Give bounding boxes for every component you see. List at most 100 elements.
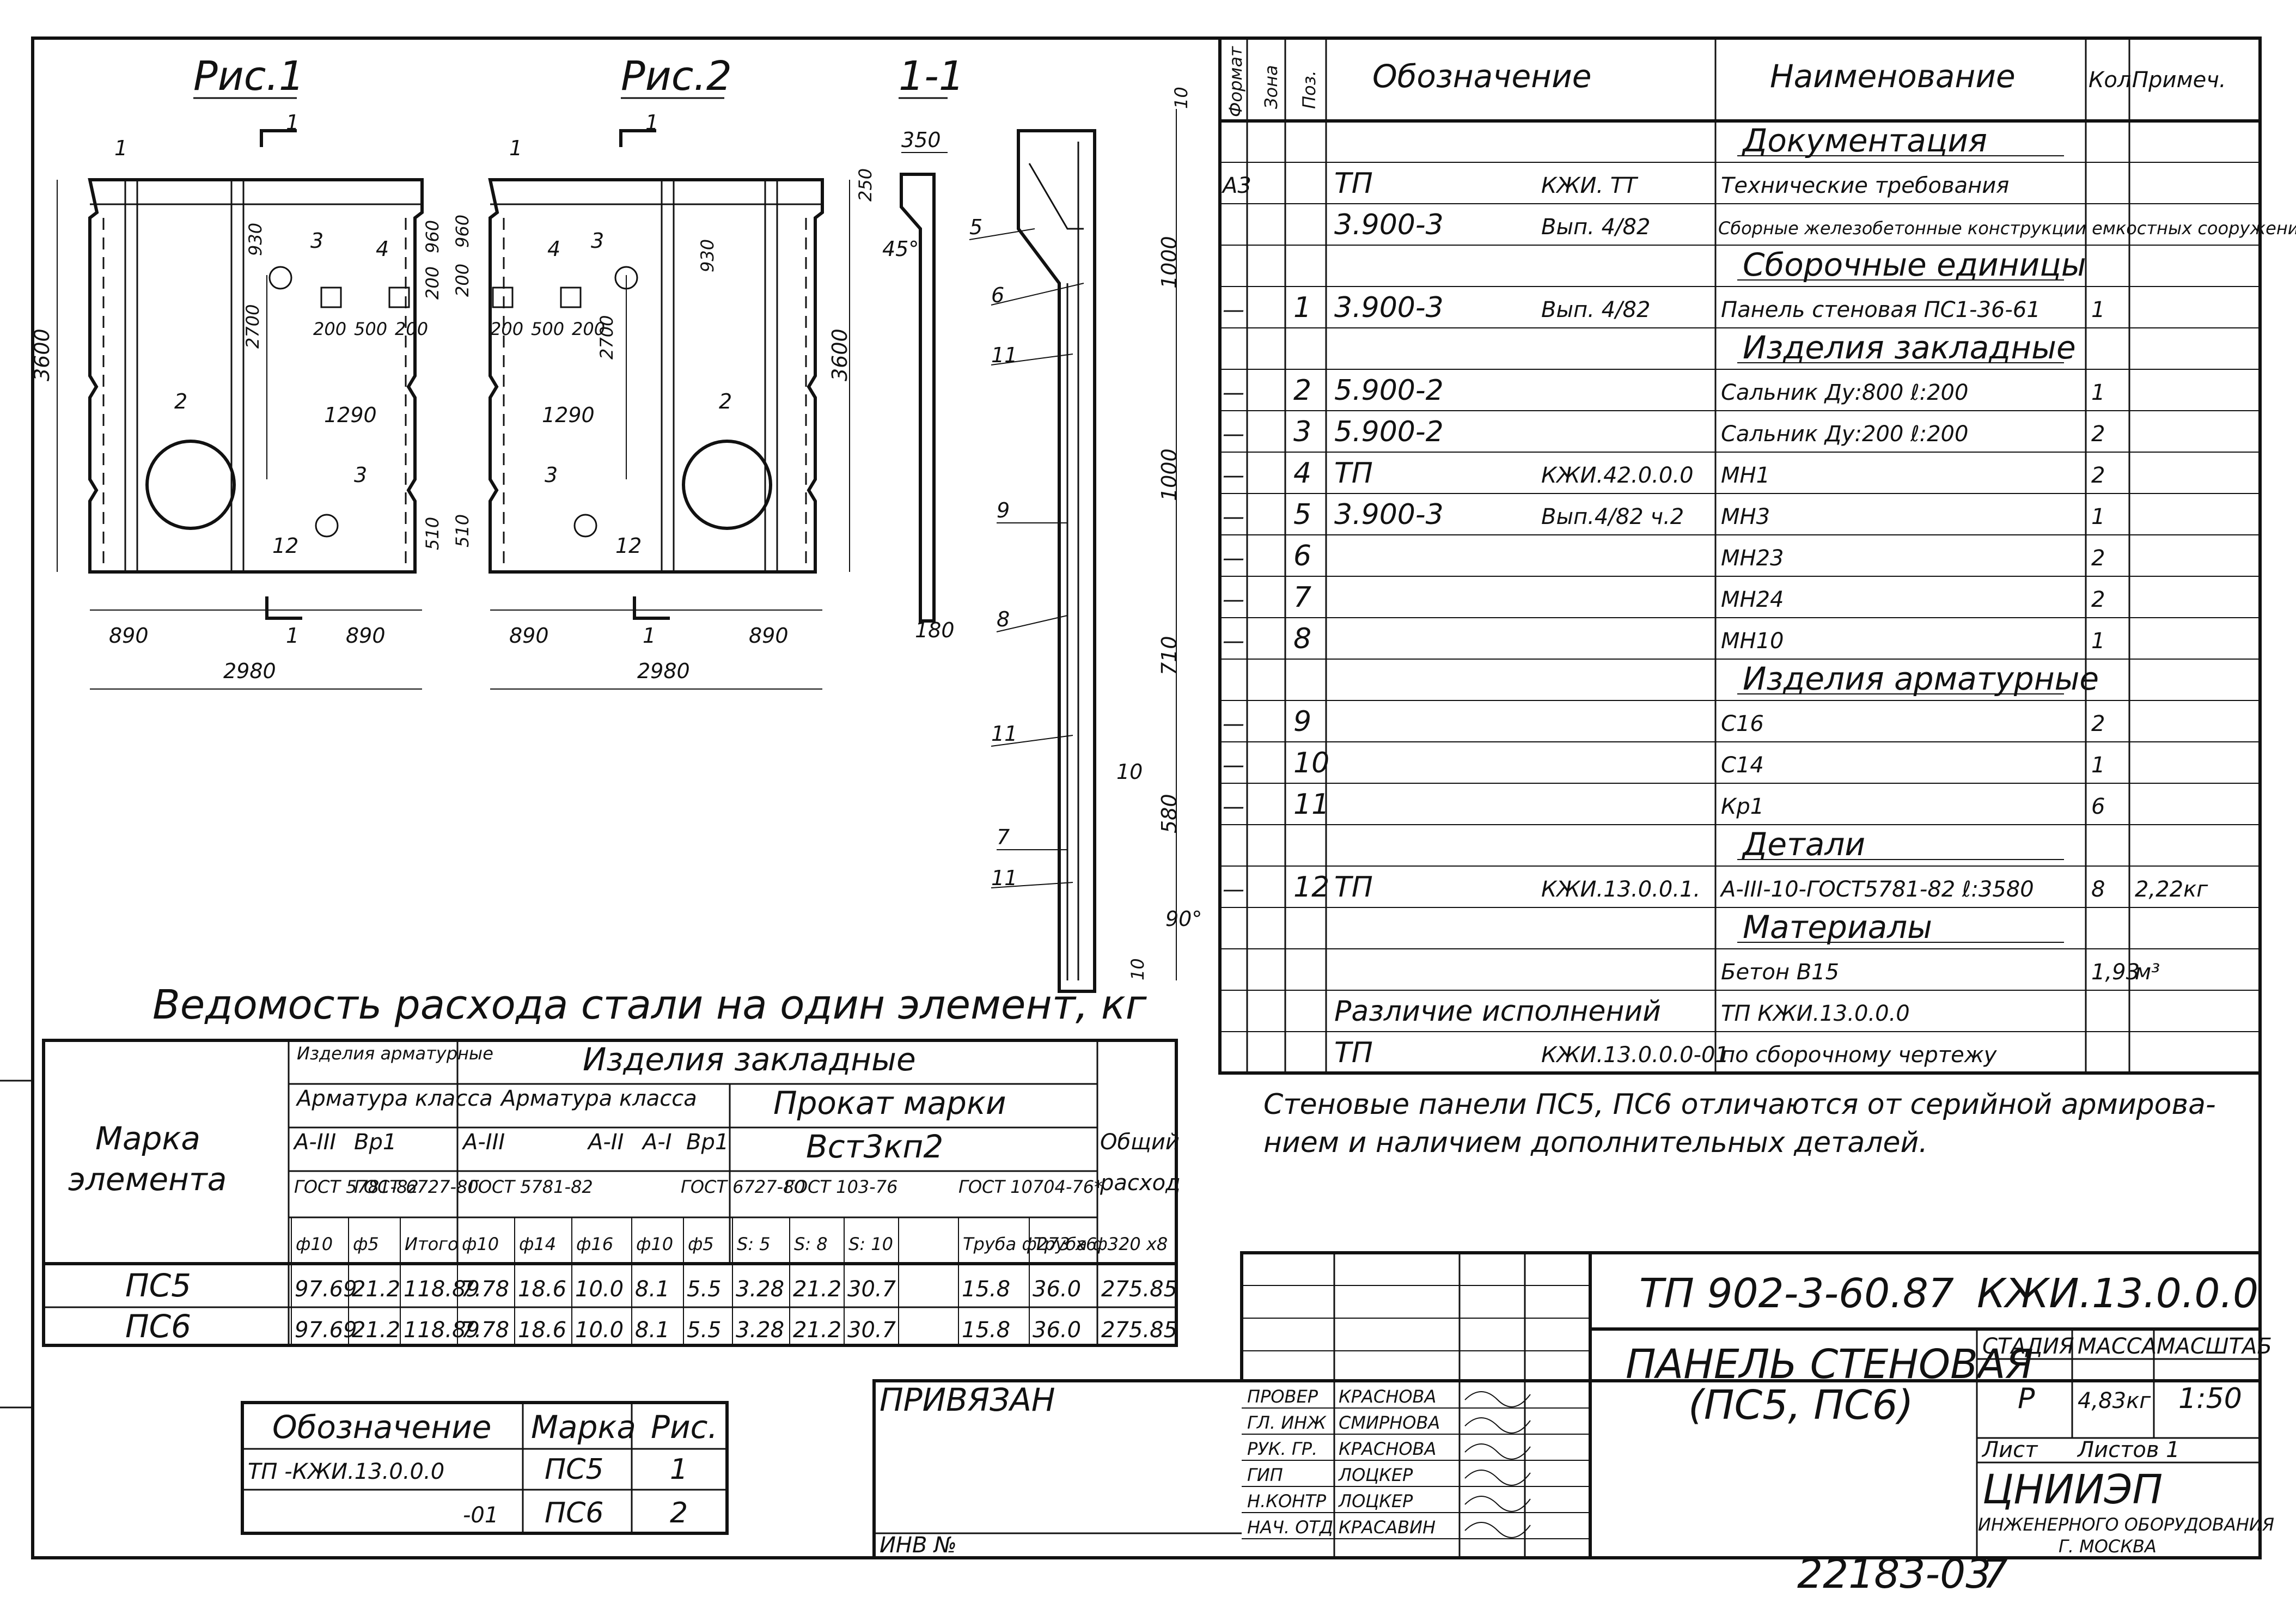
spec-cell-pos: 5 bbox=[1293, 498, 1311, 531]
steel-row-value: 21.2 bbox=[352, 1318, 400, 1343]
variants-row-fig: 2 bbox=[670, 1497, 688, 1529]
spec-header-qty: Кол. bbox=[2089, 68, 2138, 93]
spec-header-name: Наименование bbox=[1770, 58, 2016, 95]
fig1-sleeve-800 bbox=[145, 440, 236, 530]
steel-row-value: 21.2 bbox=[793, 1318, 841, 1343]
title-name-1: ПАНЕЛЬ СТЕНОВАЯ bbox=[1626, 1341, 2034, 1388]
spec-cell-qty: 1 bbox=[2091, 504, 2105, 529]
spec-cell-pos: 3 bbox=[1293, 416, 1311, 448]
section-dim-180: 180 bbox=[915, 618, 955, 642]
fig1-dim-1290: 1290 bbox=[324, 403, 377, 427]
spec-cell-pos: 6 bbox=[1293, 540, 1311, 572]
steel-row-value: 36.0 bbox=[1033, 1318, 1081, 1343]
steel-header-mark-2: элемента bbox=[68, 1161, 227, 1198]
spec-cell-qty: 2 bbox=[2091, 711, 2105, 736]
spec-cell-name: Кр1 bbox=[1721, 794, 1764, 819]
signer-name: СМИРНОВА bbox=[1339, 1412, 1440, 1433]
section-large-hook bbox=[1028, 163, 1084, 230]
title-name-2: (ПС5, ПС6) bbox=[1688, 1382, 1914, 1429]
title-mass: 4,83кг bbox=[2078, 1388, 2151, 1413]
steel-col-header: ф10 bbox=[296, 1234, 333, 1254]
spec-cell-format: А3 bbox=[1221, 173, 1251, 198]
section-pos-label: 11 bbox=[991, 722, 1017, 746]
spec-cell-pos: 2 bbox=[1293, 374, 1311, 407]
spec-cell-doc: ТП bbox=[1334, 167, 1373, 200]
spec-section-title: Материалы bbox=[1743, 909, 1932, 946]
spec-cell-doc2: Вып. 4/82 bbox=[1541, 297, 1650, 322]
steel-col-header: S: 10 bbox=[848, 1234, 893, 1254]
spec-cell-doc: 3.900-3 bbox=[1334, 291, 1444, 324]
spec-cell-name: Панель стеновая ПС1-36-61 bbox=[1721, 297, 2041, 322]
spec-cell-name: МН3 bbox=[1721, 504, 1770, 529]
fig1-pos-label: 4 bbox=[376, 237, 389, 261]
title-org-2: ИНЖЕНЕРНОГО ОБОРУДОВАНИЯ bbox=[1978, 1514, 2274, 1535]
variants-table-frame bbox=[241, 1401, 729, 1535]
section-pos-label: 11 bbox=[991, 866, 1017, 890]
spec-cell-doc: 5.900-2 bbox=[1334, 374, 1444, 407]
spec-cell-pos: 10 bbox=[1293, 747, 1329, 779]
section-pos-label: 5 bbox=[969, 215, 982, 239]
fig1-section-mark-bottom bbox=[265, 596, 302, 620]
spec-cell-doc2: Вып. 4/82 bbox=[1541, 215, 1650, 240]
fig1-pos-label: 12 bbox=[272, 534, 298, 558]
steel-row-value: 21.2 bbox=[352, 1277, 400, 1302]
spec-cell-format: — bbox=[1223, 711, 1244, 736]
title-code: ТП 902-3-60.87 bbox=[1639, 1270, 1954, 1317]
fig1-pos-label: 2 bbox=[174, 389, 187, 413]
fig2-dim-510: 510 bbox=[452, 514, 473, 547]
title-sheets-label: Листов 1 bbox=[2077, 1437, 2180, 1462]
section-pos-label: 11 bbox=[991, 343, 1017, 367]
fig1-dim-2700: 2700 bbox=[242, 304, 263, 349]
variants-row-code: -01 bbox=[463, 1503, 498, 1528]
title-org-1: ЦНИИЭП bbox=[1982, 1466, 2163, 1513]
steel-class: А-II bbox=[587, 1130, 624, 1155]
spec-header-note: Примеч. bbox=[2132, 68, 2226, 93]
spec-cell-doc2: КЖИ.13.0.0.0-01 bbox=[1541, 1043, 1729, 1068]
steel-class: Вр1 bbox=[686, 1130, 729, 1155]
steel-gost: ГОСТ 10704-76* bbox=[958, 1177, 1103, 1197]
fig2-dim-890: 890 bbox=[509, 624, 549, 648]
spec-cell-qty: 1 bbox=[2091, 753, 2105, 778]
spec-section-title: Документация bbox=[1741, 122, 1987, 159]
spec-cell-format: — bbox=[1223, 463, 1244, 488]
signature bbox=[1464, 1522, 1531, 1538]
spec-cell-pos: 12 bbox=[1293, 871, 1329, 904]
spec-cell-qty: 1,93 bbox=[2091, 960, 2140, 985]
steel-col-header: ф5 bbox=[688, 1234, 714, 1254]
spec-cell-name: по сборочному чертежу bbox=[1721, 1043, 1998, 1068]
fig2-dim-3600: 3600 bbox=[828, 328, 852, 381]
fig2-sleeve-800 bbox=[682, 440, 772, 530]
spec-cell-name: ТП КЖИ.13.0.0.0 bbox=[1721, 1001, 1910, 1026]
steel-row-value: 21.2 bbox=[793, 1277, 841, 1302]
signature bbox=[1464, 1496, 1531, 1512]
spec-cell-pos: 1 bbox=[1293, 291, 1311, 324]
fig2-pos-label: 4 bbox=[547, 237, 560, 261]
spec-cell-name: МН1 bbox=[1721, 463, 1770, 488]
fig1-dim-890: 890 bbox=[109, 624, 149, 648]
spec-cell-qty: 2 bbox=[2091, 422, 2105, 447]
steel-header-mark: Марка bbox=[95, 1120, 200, 1157]
spec-cell-name: МН10 bbox=[1721, 629, 1784, 654]
signature bbox=[1464, 1417, 1531, 1434]
steel-row-total: 275.85 bbox=[1101, 1318, 1177, 1343]
signer-name: КРАСАВИН bbox=[1339, 1517, 1436, 1538]
section-leader bbox=[969, 228, 1035, 240]
spec-cell-name: Бетон В15 bbox=[1721, 960, 1839, 985]
spec-cell-doc: Различие исполнений bbox=[1334, 995, 1661, 1028]
spec-cell-qty: 1 bbox=[2091, 380, 2105, 405]
fig2-sleeve-200-top bbox=[614, 266, 638, 290]
section-dim-45: 45° bbox=[882, 237, 919, 261]
title-scale: 1:50 bbox=[2178, 1382, 2242, 1415]
spec-cell-qty: 1 bbox=[2091, 629, 2105, 654]
variants-header-code: Обозначение bbox=[272, 1409, 491, 1446]
fig2-dim-960: 960 bbox=[452, 215, 473, 248]
spec-header-format: Формат bbox=[1225, 46, 1246, 117]
fig2-pos-label: 3 bbox=[591, 229, 604, 253]
steel-col-header: Труба ф273 х6 bbox=[963, 1234, 1097, 1254]
spec-cell-format: — bbox=[1223, 422, 1244, 447]
steel-table: Ведомость расхода стали на один элемент,… bbox=[42, 982, 1181, 1347]
spec-cell-format: — bbox=[1223, 877, 1244, 902]
spec-cell-doc: 3.900-3 bbox=[1334, 498, 1444, 531]
